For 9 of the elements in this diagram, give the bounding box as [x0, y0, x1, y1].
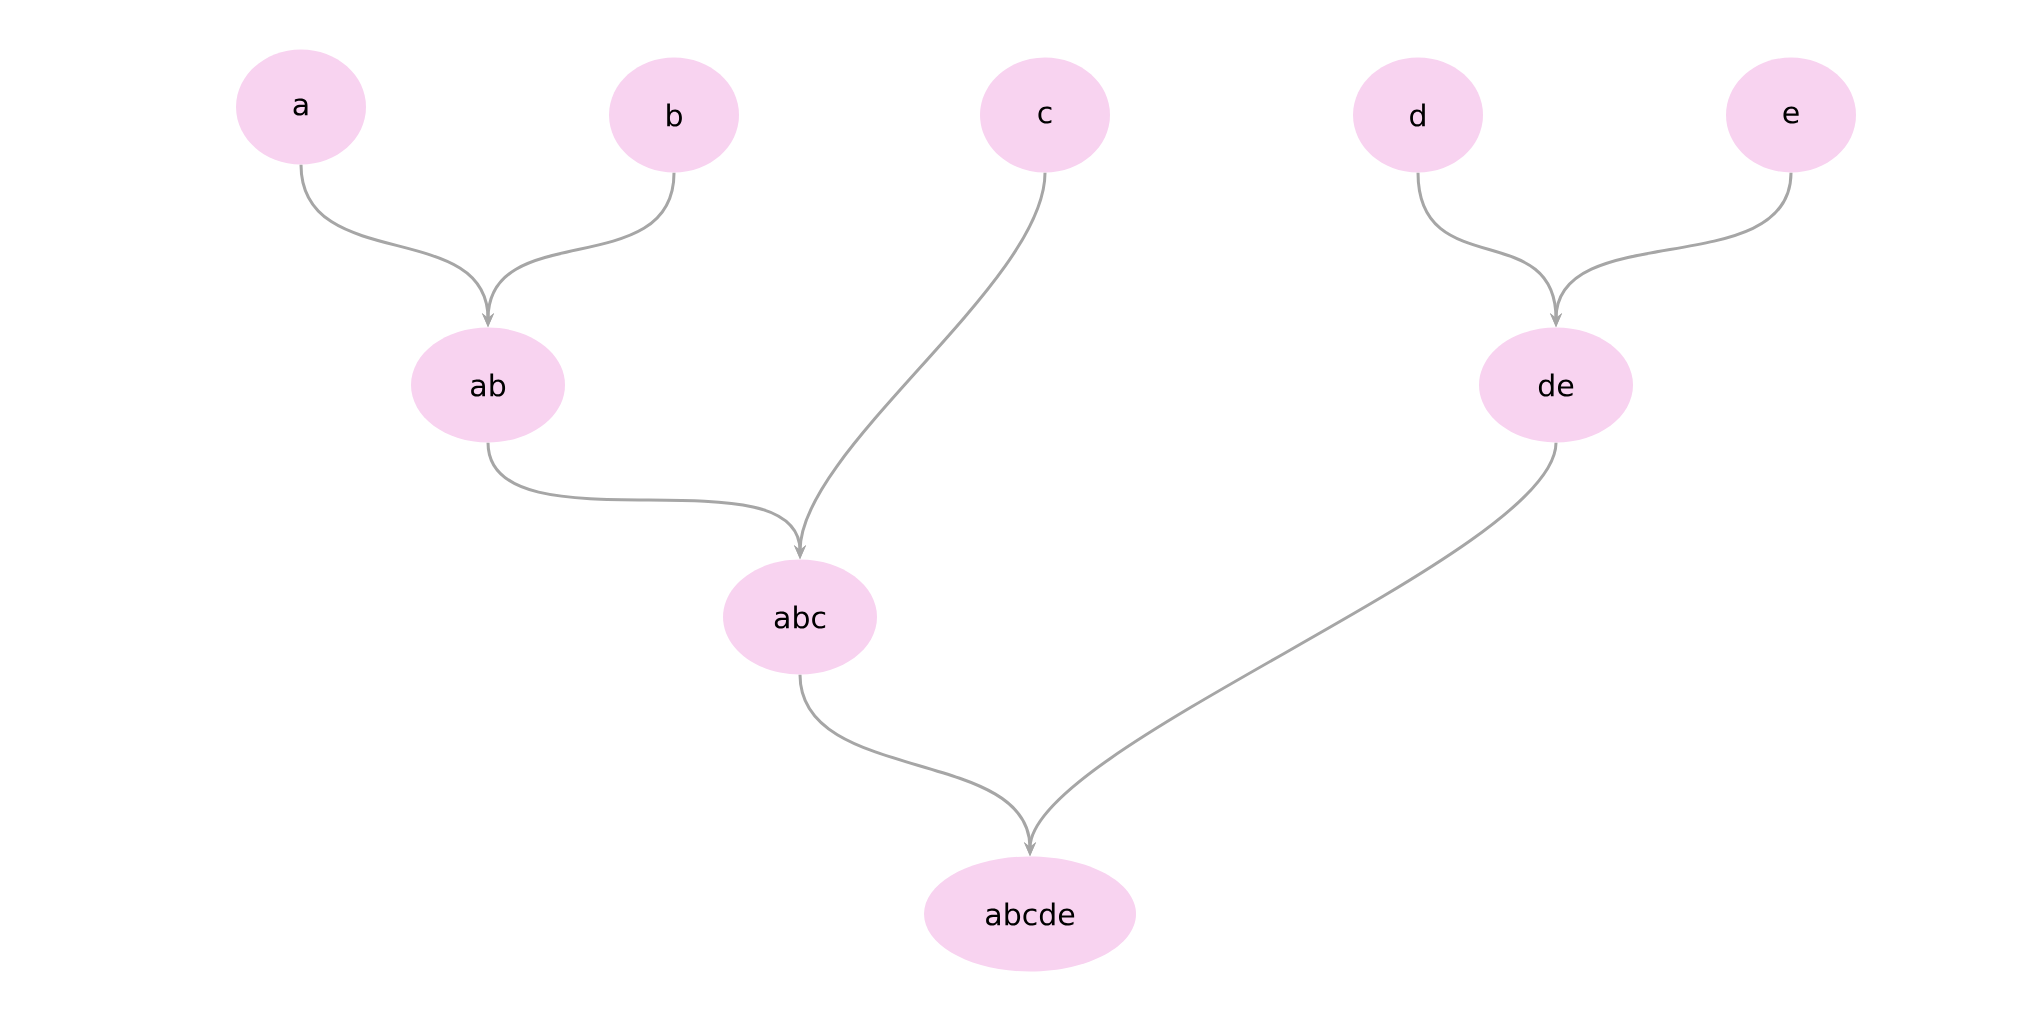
ellipse-node: a	[236, 49, 366, 165]
ellipse-node: d	[1353, 57, 1483, 173]
ellipse-node: b	[609, 57, 739, 173]
ellipse-node: abc	[723, 559, 877, 675]
ellipse-node: c	[980, 57, 1110, 173]
ellipse-node: ab	[411, 327, 565, 443]
ellipse-node: e	[1726, 57, 1856, 173]
ellipse-node: abcde	[924, 856, 1136, 972]
ellipse-node: de	[1479, 327, 1633, 443]
